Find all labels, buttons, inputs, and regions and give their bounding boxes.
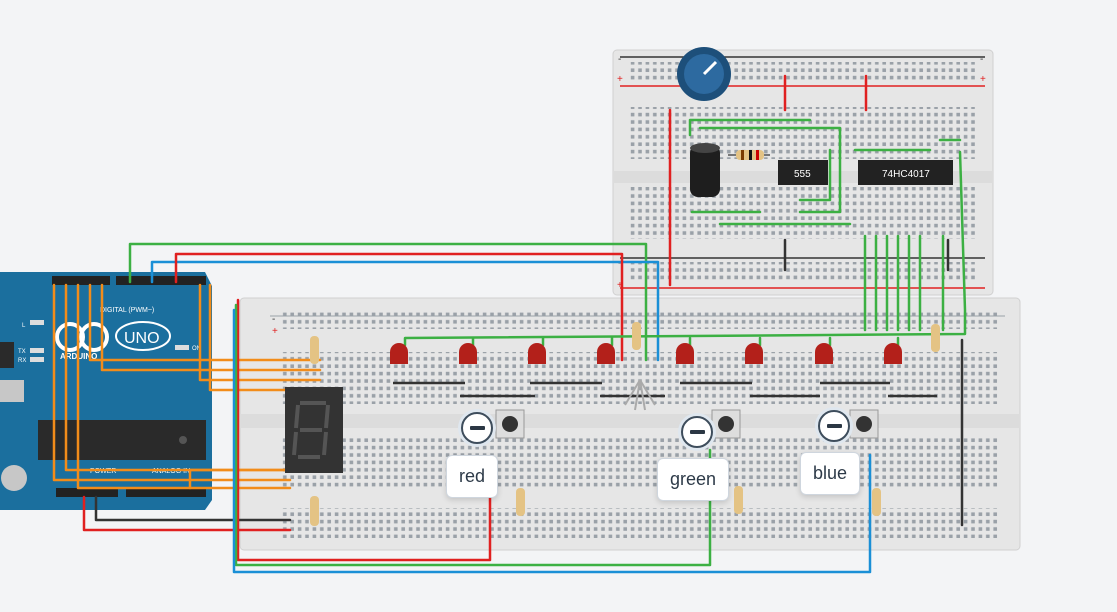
svg-text:-: - xyxy=(980,54,983,65)
led-1 xyxy=(390,343,408,364)
rgb-led xyxy=(624,379,656,411)
wires xyxy=(52,74,967,574)
arduino-led-rx: RX xyxy=(18,358,26,364)
led-6 xyxy=(745,343,763,364)
button-label-green: green xyxy=(657,458,730,501)
svg-text:-: - xyxy=(272,314,275,325)
arduino-on-label: ON xyxy=(192,346,201,352)
led-row xyxy=(390,343,902,364)
resistors-main xyxy=(310,322,940,526)
green-button-minus-icon[interactable] xyxy=(681,416,713,448)
button-label-blue: blue xyxy=(800,452,861,495)
jumper-row xyxy=(393,381,937,398)
arduino-power-label: POWER xyxy=(90,468,116,475)
led-8 xyxy=(884,343,902,364)
svg-text:+: + xyxy=(617,280,623,291)
led-4 xyxy=(597,343,615,364)
arduino-digital-label: DIGITAL (PWM~) xyxy=(100,307,154,314)
seven-segment-display xyxy=(285,387,343,473)
button-label-red: red xyxy=(446,455,499,498)
red-button-minus-icon[interactable] xyxy=(461,412,493,444)
led-7 xyxy=(815,343,833,364)
arduino-analog-label: ANALOG IN xyxy=(152,468,190,475)
potentiometer[interactable] xyxy=(677,47,731,101)
chip-555 xyxy=(778,160,828,185)
svg-text:-: - xyxy=(618,54,621,65)
blue-button-minus-icon[interactable] xyxy=(818,410,850,442)
arduino-model: UNO xyxy=(124,330,160,347)
svg-text:+: + xyxy=(272,326,278,337)
pushbuttons[interactable] xyxy=(495,409,879,439)
capacitor xyxy=(690,143,720,197)
resistor-timing xyxy=(728,150,770,160)
led-2 xyxy=(459,343,477,364)
svg-text:+: + xyxy=(617,74,623,85)
svg-text:-: - xyxy=(618,258,621,269)
led-5 xyxy=(676,343,694,364)
arduino-led-l: L xyxy=(22,323,26,329)
chip-74hc4017-label: 74HC4017 xyxy=(882,169,930,180)
chip-74hc4017 xyxy=(858,160,953,185)
chip-555-label: 555 xyxy=(794,169,811,180)
arduino-led-tx: TX xyxy=(18,349,26,355)
led-3 xyxy=(528,343,546,364)
svg-text:+: + xyxy=(980,74,986,85)
